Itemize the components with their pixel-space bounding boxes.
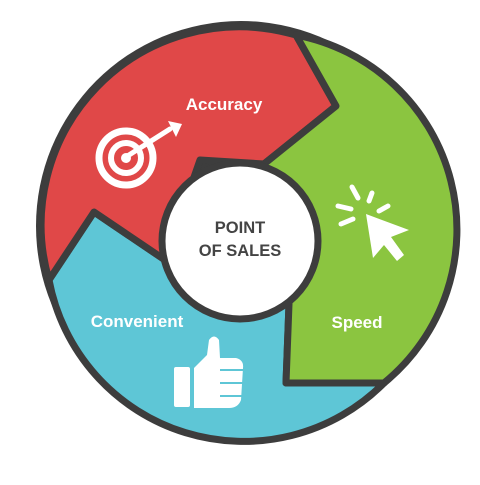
segment-label-speed: Speed bbox=[331, 313, 382, 332]
center-label-line1: POINT bbox=[215, 219, 265, 237]
cursor-click-icon bbox=[335, 184, 409, 261]
segment-accuracy bbox=[37, 23, 340, 284]
target-arrow-icon bbox=[95, 121, 182, 189]
segment-speed bbox=[260, 31, 461, 387]
thumbs-up-icon bbox=[174, 336, 244, 408]
center-label-line2: OF SALES bbox=[199, 242, 282, 260]
segment-label-accuracy: Accuracy bbox=[186, 95, 263, 114]
center-hub bbox=[158, 159, 322, 323]
segment-label-convenient: Convenient bbox=[91, 312, 184, 331]
